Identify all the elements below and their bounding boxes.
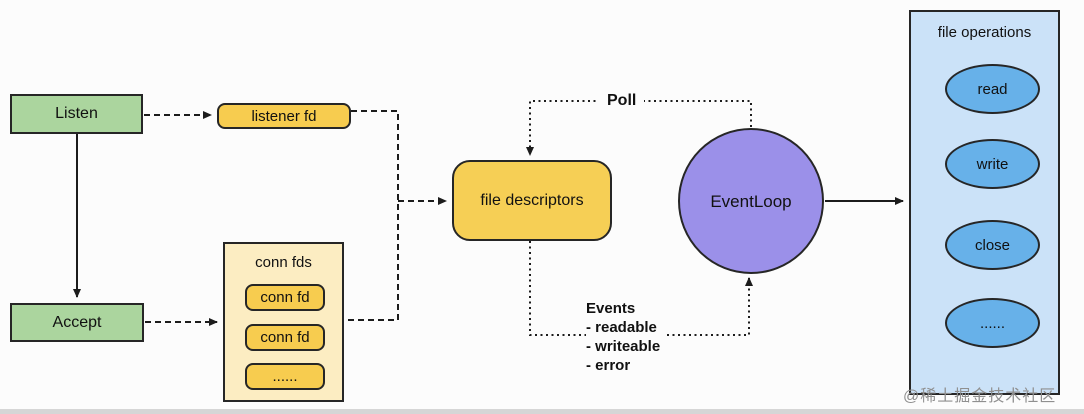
node-conn-fd-2: conn fd: [245, 324, 325, 351]
bottom-edge-strip: [0, 409, 1084, 414]
connector-fds-bus: [346, 110, 399, 321]
label-events-writeable: - writeable: [586, 338, 661, 355]
node-op-read: read: [945, 64, 1040, 114]
connector-poll: [526, 100, 752, 156]
node-file-descriptors: file descriptors: [452, 160, 612, 241]
watermark: @稀土掘金技术社区: [903, 388, 1057, 405]
label-events: Events - readable - writeable - error: [586, 298, 667, 376]
group-conn-fds: conn fds conn fd conn fd ......: [223, 242, 344, 402]
label-events-title: Events: [586, 300, 636, 317]
node-conn-fd-more: ......: [245, 363, 325, 390]
node-conn-fd-1: conn fd: [245, 284, 325, 311]
node-op-write: write: [945, 139, 1040, 189]
group-conn-fds-title: conn fds: [255, 254, 312, 271]
label-events-error: - error: [586, 357, 631, 374]
node-accept: Accept: [10, 303, 144, 342]
node-op-close: close: [945, 220, 1040, 270]
label-events-readable: - readable: [586, 319, 657, 336]
group-file-operations: file operations read write close ......: [909, 10, 1060, 395]
node-op-more: ......: [945, 298, 1040, 348]
label-poll: Poll: [599, 92, 645, 110]
node-listen: Listen: [10, 94, 143, 134]
node-event-loop: EventLoop: [678, 128, 824, 274]
node-listener-fd: listener fd: [217, 103, 351, 129]
group-file-operations-title: file operations: [937, 24, 1032, 41]
